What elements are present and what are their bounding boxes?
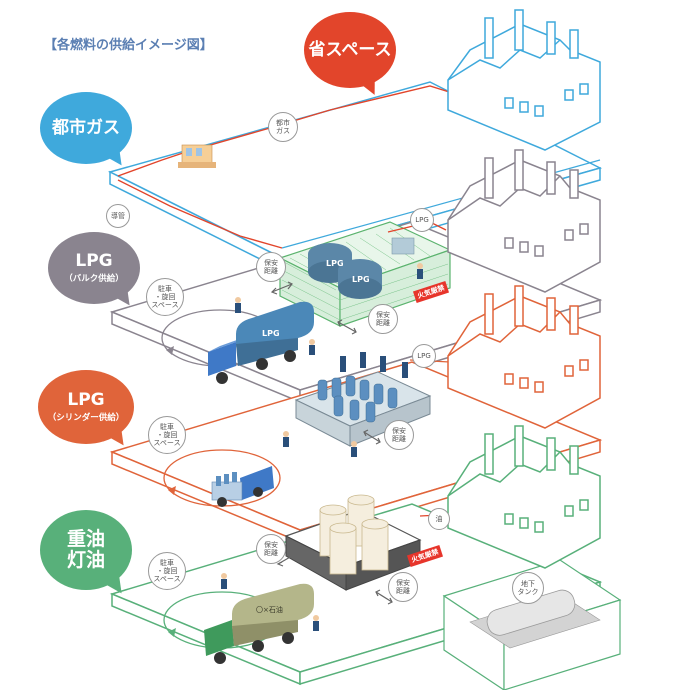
safety-tag-bulk-1: 保安距離 (256, 252, 286, 282)
lpg-cylinder-tag: LPG (412, 344, 436, 368)
safety-oil2-line2: 距離 (396, 587, 410, 595)
cylinder-truck (211, 466, 274, 507)
safety-tag-bulk-2: 保安距離 (368, 304, 398, 334)
parking-bulk-line3: スペース (151, 301, 179, 310)
safety-cyl-line1: 保安 (392, 426, 406, 435)
oil-tank-yard (284, 494, 422, 591)
factory-icon (447, 149, 601, 293)
parking-cyl-line3: スペース (153, 439, 181, 448)
oil-label-line2: 灯油 (66, 549, 105, 571)
pipe-tag-text: 導管 (111, 211, 125, 220)
cylinder-storage (294, 352, 432, 447)
underground-line2: タンク (517, 588, 539, 596)
worker-icons (221, 263, 423, 631)
lpg-cylinder-label: LPG (67, 389, 105, 410)
underground-line1: 地下 (521, 579, 535, 588)
factory-icon (447, 9, 601, 151)
lpg-bulk-tag: LPG (410, 208, 434, 232)
lpg-cylinder-bubble: LPG （シリンダー供給） (38, 370, 134, 444)
safety-bulk1-line1: 保安 (264, 258, 278, 267)
city-gas-tag: 都市ガス (268, 112, 298, 142)
lpg-bulk-label: LPG (75, 250, 113, 271)
parking-tag-bulk: 駐車・旋回スペース (146, 278, 184, 316)
city-gas-bubble: 都市ガス (40, 92, 132, 164)
city-gas-label: 都市ガス (52, 117, 120, 138)
lpg-bulk-sublabel: （バルク供給） (64, 274, 124, 285)
parking-oil-line3: スペース (153, 575, 181, 584)
underground-tank-tag: 地下タンク (512, 572, 544, 604)
city-gas-tag-line1: 都市 (276, 118, 290, 127)
parking-cyl-line1: 駐車 (159, 422, 174, 431)
safety-distance-arrows (270, 281, 393, 605)
lpg-bulk-bubble: LPG （バルク供給） (48, 232, 140, 304)
save-space-label: 省スペース (308, 39, 392, 60)
safety-oil1-line2: 距離 (264, 549, 278, 557)
safety-tag-cylinder: 保安距離 (384, 420, 414, 450)
lpg-cylinder-sublabel: （シリンダー供給） (47, 413, 125, 424)
lpg-cylinder-tag-text: LPG (417, 351, 431, 360)
safety-tag-oil-2: 保安距離 (388, 572, 418, 602)
oil-truck-label: 〇×石油 (256, 605, 283, 614)
safety-bulk2-line1: 保安 (376, 310, 390, 319)
parking-bulk-line1: 駐車 (157, 284, 172, 293)
oil-layer: 〇×石油 (109, 425, 622, 690)
diagram-title: 【各燃料の供給イメージ図】 (44, 38, 213, 53)
factory-icon (447, 285, 601, 429)
safety-oil1-line1: 保安 (264, 540, 278, 549)
safety-bulk1-line2: 距離 (264, 267, 278, 275)
bulk-tank-2-label: LPG (352, 275, 370, 284)
factory-icon (447, 425, 601, 569)
pipe-tag: 導管 (106, 204, 130, 228)
oil-tag: 油 (428, 508, 450, 530)
parking-cyl-line2: ・旋回 (156, 430, 178, 439)
bulk-tank-1-label: LPG (326, 259, 344, 268)
oil-tag-text: 油 (435, 514, 443, 523)
save-space-bubble: 省スペース (304, 12, 396, 88)
parking-tag-cylinder: 駐車・旋回スペース (148, 416, 186, 454)
safety-oil2-line1: 保安 (396, 578, 410, 587)
oil-label-line1: 重油 (66, 528, 105, 551)
truck-label: LPG (262, 329, 280, 338)
gas-meter-icon (178, 144, 216, 168)
oil-tank-truck: 〇×石油 (204, 583, 314, 664)
oil-bubble: 重油 灯油 (40, 510, 132, 590)
safety-tag-oil-1: 保安距離 (256, 534, 286, 564)
safety-bulk2-line2: 距離 (376, 319, 390, 327)
lpg-bulk-tag-text: LPG (415, 215, 429, 224)
parking-oil-line2: ・旋回 (156, 566, 178, 575)
safety-cyl-line2: 距離 (392, 435, 406, 443)
parking-tag-oil: 駐車・旋回スペース (148, 552, 186, 590)
city-gas-tag-line2: ガス (276, 127, 290, 135)
parking-oil-line1: 駐車 (159, 558, 174, 567)
parking-bulk-line2: ・旋回 (154, 292, 176, 301)
lpg-tank-truck: LPG (208, 301, 314, 384)
